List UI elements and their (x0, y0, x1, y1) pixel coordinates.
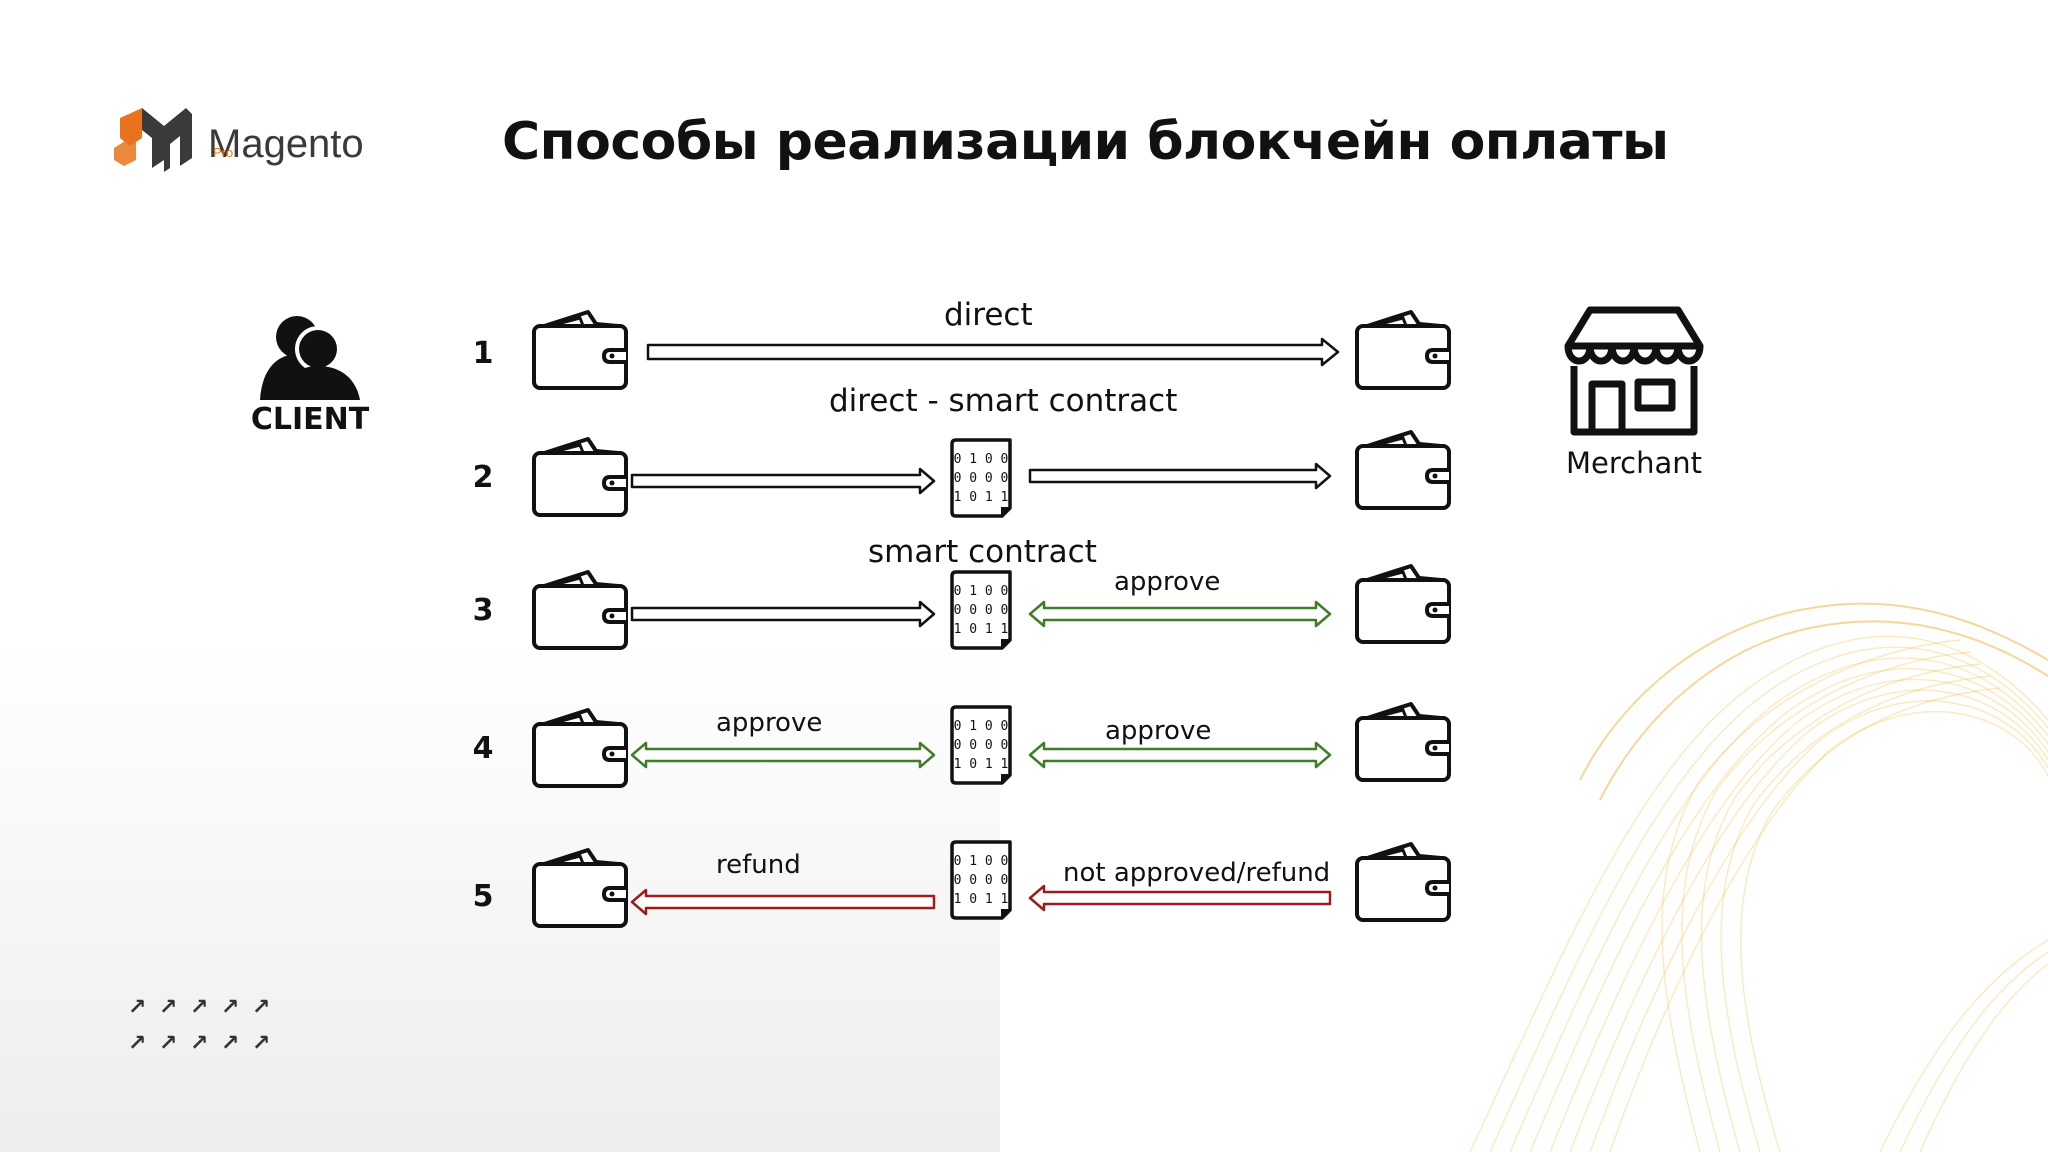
svg-text:1 0 1 1: 1 0 1 1 (954, 490, 1009, 505)
svg-text:0 0 0 0: 0 0 0 0 (954, 873, 1009, 888)
label-approve-3: approve (1114, 567, 1221, 597)
arrow-refund (630, 888, 936, 916)
merchant-label: Merchant (1566, 446, 1702, 480)
arrow-glyph: ↗ (190, 1031, 208, 1056)
label-not-approved-refund: not approved/refund (1063, 858, 1331, 888)
arrow-approve-4-left (630, 741, 936, 769)
row-number-2: 2 (472, 460, 494, 495)
smart-contract-3: 0 1 0 0 0 0 0 0 1 0 1 1 (950, 570, 1012, 650)
row-number-5: 5 (472, 879, 494, 914)
svg-text:0 0 0 0: 0 0 0 0 (954, 603, 1009, 618)
client-label: CLIENT (250, 402, 370, 437)
arrow-client-to-contract-2 (630, 467, 936, 495)
smart-contract-4: 0 1 0 0 0 0 0 0 1 0 1 1 (950, 705, 1012, 785)
row-number-3: 3 (472, 593, 494, 628)
arrow-glyph: ↗ (252, 995, 270, 1020)
page-title: Способы реализации блокчейн оплаты (502, 112, 1669, 172)
svg-text:1 0 1 1: 1 0 1 1 (954, 892, 1009, 907)
svg-text:0 1 0 0: 0 1 0 0 (954, 719, 1009, 734)
row-number-1: 1 (472, 336, 494, 371)
logo-sub: Pro (213, 145, 234, 160)
arrow-glyph: ↗ (159, 995, 177, 1020)
users-icon (260, 316, 360, 400)
row-number-4: 4 (472, 731, 494, 766)
smart-contract-2: 0 1 0 0 0 0 0 0 1 0 1 1 (950, 438, 1012, 518)
arrow-glyph: ↗ (190, 995, 208, 1020)
smart-contract-5: 0 1 0 0 0 0 0 0 1 0 1 1 (950, 840, 1012, 920)
svg-text:0 1 0 0: 0 1 0 0 (954, 854, 1009, 869)
arrow-glyph: ↗ (252, 1031, 270, 1056)
svg-text:0 1 0 0: 0 1 0 0 (954, 584, 1009, 599)
svg-text:1 0 1 1: 1 0 1 1 (954, 622, 1009, 637)
svg-text:0 0 0 0: 0 0 0 0 (954, 738, 1009, 753)
label-direct-smart-contract: direct - smart contract (829, 383, 1178, 419)
svg-text:0 1 0 0: 0 1 0 0 (954, 452, 1009, 467)
arrow-direct (646, 337, 1340, 367)
arrow-glyph: ↗ (221, 1031, 239, 1056)
arrow-glyph: ↗ (128, 1031, 146, 1056)
arrow-glyph: ↗ (221, 995, 239, 1020)
arrow-glyph: ↗ (128, 995, 146, 1020)
magento-logo (114, 108, 192, 172)
arrow-contract-to-merchant-2 (1028, 462, 1332, 490)
svg-text:1 0 1 1: 1 0 1 1 (954, 757, 1009, 772)
arrow-approve-3 (1028, 600, 1332, 628)
label-approve-4-left: approve (716, 708, 823, 738)
logo-text: Magento (208, 122, 364, 166)
arrow-glyph: ↗ (159, 1031, 177, 1056)
label-approve-4-right: approve (1105, 716, 1212, 746)
label-direct: direct (944, 297, 1033, 333)
label-smart-contract: smart contract (868, 534, 1097, 570)
arrow-not-approved-refund (1028, 884, 1332, 912)
svg-text:0 0 0 0: 0 0 0 0 (954, 471, 1009, 486)
label-refund: refund (716, 850, 801, 880)
arrow-approve-4-right (1028, 741, 1332, 769)
arrow-client-to-contract-3 (630, 600, 936, 628)
store-icon (1564, 306, 1704, 436)
